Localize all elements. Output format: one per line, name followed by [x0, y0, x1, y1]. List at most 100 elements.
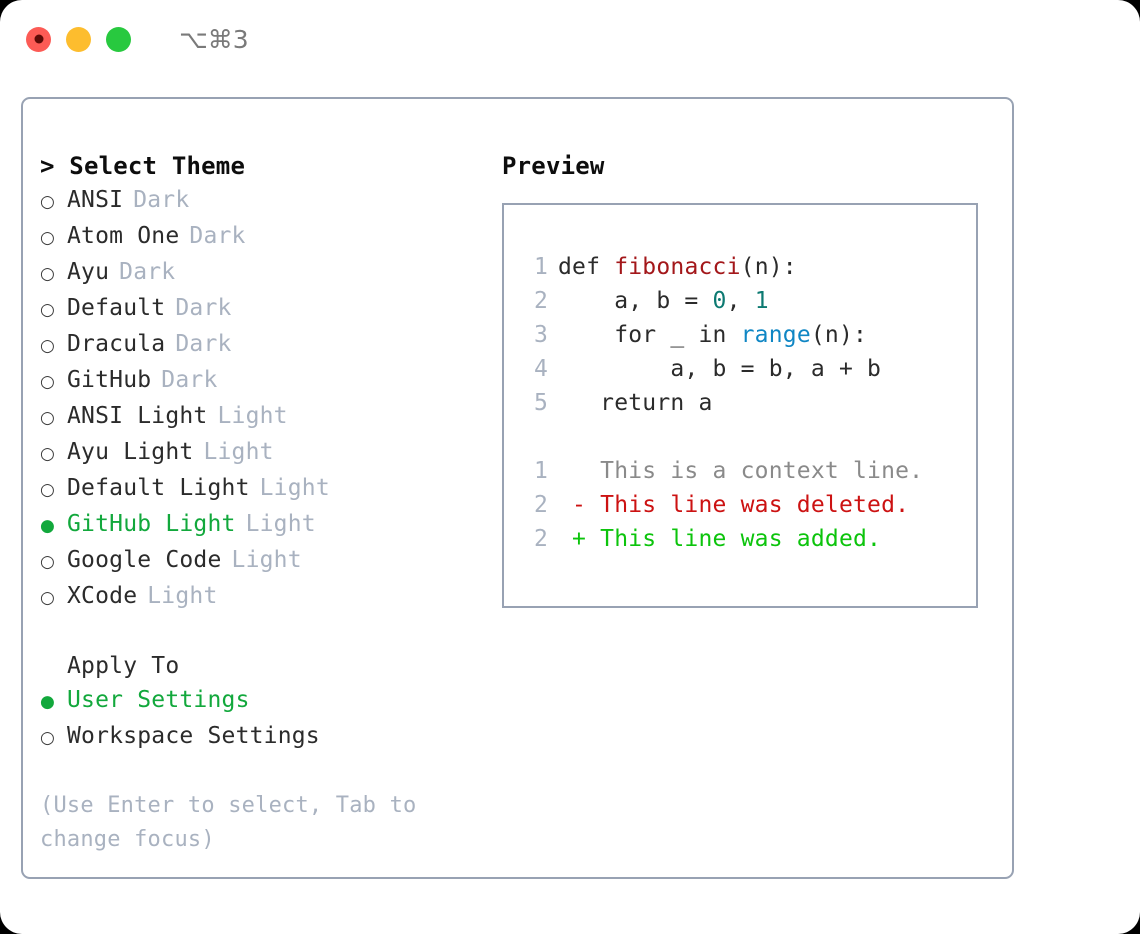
apply-to-option-workspace-settings[interactable]: ○ Workspace Settings: [40, 719, 488, 755]
theme-option-label: Ayu: [67, 259, 110, 285]
theme-option-label: ANSI Light: [67, 403, 208, 429]
code-line: 3 for _ in range(n):: [504, 318, 976, 352]
radio-unselected-icon: ○: [40, 228, 56, 248]
diff-line-del: 2 - This line was deleted.: [504, 488, 976, 522]
close-button-icon[interactable]: [26, 26, 51, 52]
preview-title: Preview: [502, 152, 605, 180]
code-token-plain: (n):: [740, 254, 797, 280]
theme-option-label: GitHub Light: [67, 511, 236, 537]
diff-line-add: 2 + This line was added.: [504, 522, 976, 556]
radio-unselected-icon: ○: [40, 444, 56, 464]
code-token-call: range: [740, 322, 811, 348]
code-token-plain: ,: [726, 288, 755, 314]
code-line-text: a, b = 0, 1: [558, 284, 769, 318]
code-line-text: def fibonacci(n):: [558, 250, 797, 284]
apply-to-header: Apply To: [67, 653, 180, 679]
apply-to-list[interactable]: ● User Settings ○ Workspace Settings: [40, 683, 488, 755]
theme-option-ayu-light[interactable]: ○ Ayu Light Light: [40, 435, 488, 471]
code-line-text: return a: [558, 386, 713, 420]
diff-line-number: 2: [533, 492, 548, 518]
theme-option-default[interactable]: ○ Default Dark: [40, 291, 488, 327]
code-line-number: 1: [533, 254, 548, 280]
code-line: 2 a, b = 0, 1: [504, 284, 976, 318]
diff-line-text: This is a context line.: [558, 458, 924, 484]
theme-option-label: Default Light: [67, 475, 250, 501]
radio-unselected-icon: ○: [40, 728, 56, 748]
radio-unselected-icon: ○: [40, 300, 56, 320]
radio-unselected-icon: ○: [40, 336, 56, 356]
diff-line-ctx: 1 This is a context line.: [504, 454, 976, 488]
code-token-num: 1: [754, 288, 769, 314]
apply-to-option-label: Workspace Settings: [67, 723, 320, 749]
radio-selected-icon: ●: [40, 692, 56, 712]
code-token-fn: fibonacci: [614, 254, 741, 280]
code-token-plain: a, b =: [558, 288, 713, 314]
keyboard-shortcut-label: ⌥⌘3: [179, 24, 249, 54]
title-bar: ⌥⌘3: [0, 0, 1140, 78]
theme-option-label: ANSI: [67, 187, 124, 213]
theme-option-label: Ayu Light: [67, 439, 194, 465]
radio-unselected-icon: ○: [40, 192, 56, 212]
radio-selected-icon: ●: [40, 516, 56, 536]
theme-option-label: Default: [67, 295, 166, 321]
apply-to-option-label: User Settings: [67, 687, 250, 713]
diff-line-number: 1: [533, 458, 548, 484]
code-line-number: 4: [533, 356, 548, 382]
window-controls: [26, 26, 131, 52]
theme-option-tag: Dark: [175, 331, 232, 357]
apply-to-option-user-settings[interactable]: ● User Settings: [40, 683, 488, 719]
code-token-num: 0: [712, 288, 727, 314]
minimize-button-icon[interactable]: [66, 26, 91, 52]
code-line-text: for _ in range(n):: [558, 318, 867, 352]
theme-option-label: Google Code: [67, 547, 222, 573]
theme-option-tag: Dark: [175, 295, 232, 321]
theme-option-tag: Light: [259, 475, 330, 501]
code-diff-separator: [504, 420, 976, 454]
theme-option-label: Atom One: [67, 223, 180, 249]
code-line-number: 5: [533, 390, 548, 416]
code-line: 5 return a: [504, 386, 976, 420]
code-token-plain: a, b = b, a + b: [558, 356, 882, 382]
code-token-plain: (n):: [810, 322, 868, 348]
select-theme-header: > Select Theme: [40, 152, 246, 180]
radio-unselected-icon: ○: [40, 264, 56, 284]
theme-option-tag: Light: [231, 547, 302, 573]
code-token-plain: for _ in: [558, 322, 741, 348]
theme-option-tag: Light: [245, 511, 316, 537]
diff-sample: 1 This is a context line.2 - This line w…: [504, 454, 976, 556]
theme-option-tag: Light: [203, 439, 274, 465]
theme-option-tag: Dark: [189, 223, 246, 249]
list-spacer: [40, 615, 488, 649]
diff-line-text: - This line was deleted.: [558, 492, 910, 518]
diff-line-text: + This line was added.: [558, 526, 882, 552]
theme-option-atom-one[interactable]: ○ Atom One Dark: [40, 219, 488, 255]
theme-option-github-light[interactable]: ● GitHub Light Light: [40, 507, 488, 543]
theme-option-label: GitHub: [67, 367, 152, 393]
theme-option-tag: Dark: [133, 187, 190, 213]
theme-option-tag: Light: [217, 403, 288, 429]
theme-option-tag: Light: [147, 583, 218, 609]
code-line: 4 a, b = b, a + b: [504, 352, 976, 386]
radio-unselected-icon: ○: [40, 588, 56, 608]
code-line-text: a, b = b, a + b: [558, 352, 881, 386]
diff-line-number: 2: [533, 526, 548, 552]
maximize-button-icon[interactable]: [106, 26, 131, 52]
theme-option-label: XCode: [67, 583, 138, 609]
theme-option-ansi[interactable]: ○ ANSI Dark: [40, 183, 488, 219]
theme-option-xcode[interactable]: ○ XCode Light: [40, 579, 488, 615]
theme-option-tag: Dark: [161, 367, 218, 393]
code-line: 1 def fibonacci(n):: [504, 250, 976, 284]
code-token-plain: def: [558, 254, 615, 280]
